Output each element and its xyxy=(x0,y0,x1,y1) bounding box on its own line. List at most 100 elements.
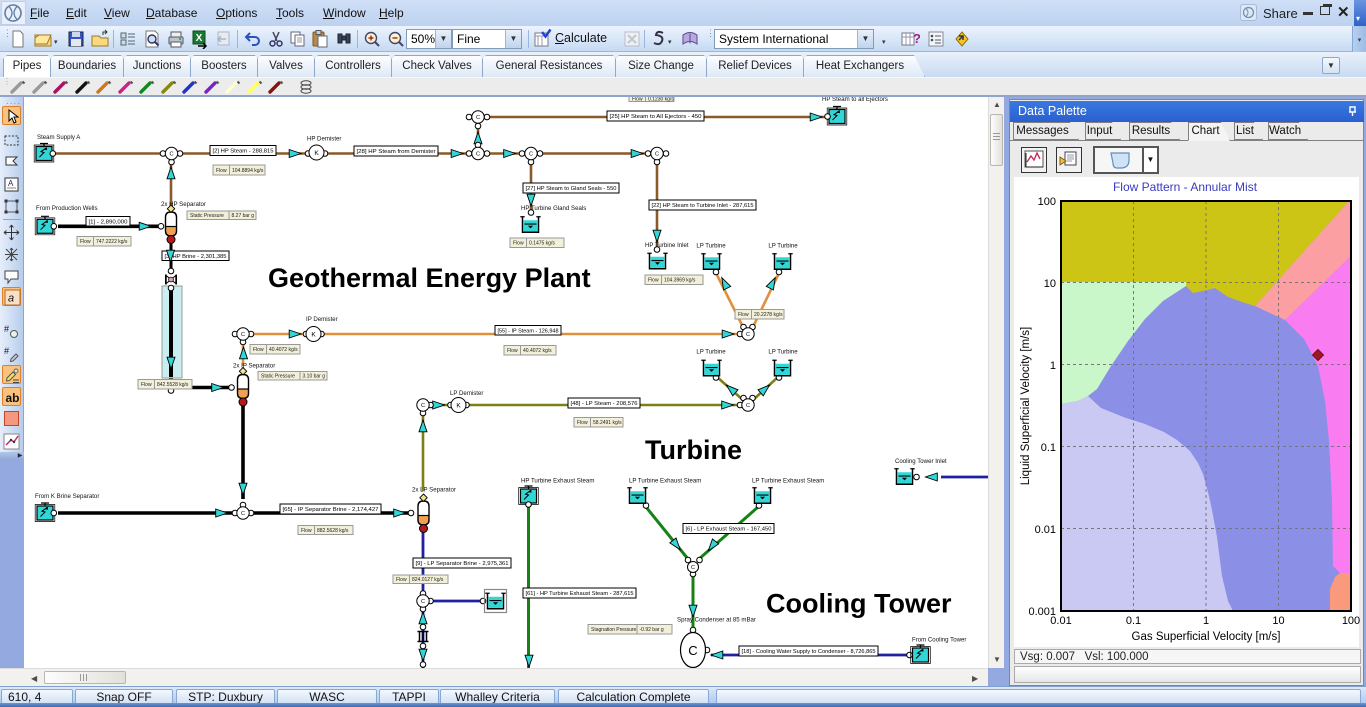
svg-text:Flow: Flow xyxy=(513,241,524,247)
svg-text:LP Turbine: LP Turbine xyxy=(768,349,798,356)
svg-text:?: ? xyxy=(913,31,920,46)
svg-text:0.01: 0.01 xyxy=(1035,524,1056,536)
svg-text:Flow: Flow xyxy=(507,348,518,354)
svg-text:C: C xyxy=(529,152,533,158)
svg-text:LP Turbine Exhaust Steam: LP Turbine Exhaust Steam xyxy=(752,478,824,485)
svg-text:[1] - 2,890,000: [1] - 2,890,000 xyxy=(89,219,129,225)
svg-text:C: C xyxy=(746,332,750,338)
svg-text:0.1: 0.1 xyxy=(1126,615,1141,627)
svg-text:842.5528 kg/s: 842.5528 kg/s xyxy=(157,382,189,388)
svg-text:C: C xyxy=(241,511,245,517)
svg-text:Flow: Flow xyxy=(253,347,264,353)
svg-text:[48] - LP Steam - 208,576: [48] - LP Steam - 208,576 xyxy=(571,401,639,407)
svg-text:a: a xyxy=(8,293,14,305)
svg-text:-0.92 bar g: -0.92 bar g xyxy=(640,627,664,633)
svg-text:From Production Wells: From Production Wells xyxy=(36,205,98,212)
svg-text:2x IP Separator: 2x IP Separator xyxy=(233,363,275,370)
svg-text:C: C xyxy=(655,152,659,158)
svg-text:C: C xyxy=(691,565,695,571)
svg-text:HP Turbine Exhaust Steam: HP Turbine Exhaust Steam xyxy=(521,478,594,485)
svg-text:Geothermal Energy Plant: Geothermal Energy Plant xyxy=(268,263,591,293)
svg-text:C: C xyxy=(476,115,480,121)
svg-text:K: K xyxy=(456,402,461,409)
svg-text:Cooling Tower: Cooling Tower xyxy=(766,589,952,619)
svg-text:C: C xyxy=(688,643,697,658)
svg-text:HP Demister: HP Demister xyxy=(307,136,341,143)
svg-text:Gas Superficial Velocity [m/s]: Gas Superficial Velocity [m/s] xyxy=(1132,631,1281,643)
svg-text:[27] HP Steam to Gland Seals -: [27] HP Steam to Gland Seals - 550 xyxy=(526,186,618,192)
svg-text:#: # xyxy=(4,346,9,356)
svg-text:[2] HP Steam - 288,815: [2] HP Steam - 288,815 xyxy=(213,149,275,155)
svg-text:100: 100 xyxy=(1038,196,1056,208)
svg-text:104.8894 kg/s: 104.8894 kg/s xyxy=(232,168,264,174)
svg-text:LP Turbine: LP Turbine xyxy=(696,243,726,250)
svg-text:Static Pressure: Static Pressure xyxy=(190,213,224,219)
svg-text:#: # xyxy=(4,324,9,334)
svg-text:8.27 bar g: 8.27 bar g xyxy=(232,213,255,219)
svg-text:K: K xyxy=(314,150,319,157)
svg-text:HP Turbine Inlet: HP Turbine Inlet xyxy=(645,242,689,249)
svg-text:Flow: Flow xyxy=(738,312,749,318)
svg-text:[22] HP Steam to Turbine Inlet: [22] HP Steam to Turbine Inlet - 287,615 xyxy=(652,203,755,209)
svg-text:K: K xyxy=(311,331,316,338)
svg-text:[61] - HP Turbine Exhaust Stea: [61] - HP Turbine Exhaust Steam - 287,61… xyxy=(526,591,635,597)
svg-text:20.2278 kg/s: 20.2278 kg/s xyxy=(754,312,783,318)
svg-text:1: 1 xyxy=(1050,360,1056,372)
svg-text:[18] - Cooling Water Supply to: [18] - Cooling Water Supply to Condenser… xyxy=(742,649,877,655)
svg-text:Flow: Flow xyxy=(577,420,588,426)
svg-text:IP Demister: IP Demister xyxy=(306,316,338,323)
svg-text:Flow: Flow xyxy=(632,97,643,102)
svg-text:HP Turbine Gland Seals: HP Turbine Gland Seals xyxy=(521,205,586,212)
svg-text:2x LP Separator: 2x LP Separator xyxy=(412,487,456,494)
svg-text:LP Demister: LP Demister xyxy=(450,390,483,397)
svg-text:[55] - IP Steam - 126,948: [55] - IP Steam - 126,948 xyxy=(498,328,560,334)
svg-text:747.2222 kg/s: 747.2222 kg/s xyxy=(96,239,128,245)
svg-text:HP Steam to all Ejectors: HP Steam to all Ejectors xyxy=(822,97,888,103)
svg-text:0.1230 kg/s: 0.1230 kg/s xyxy=(648,97,674,102)
svg-text:Steam Supply A: Steam Supply A xyxy=(37,134,81,141)
svg-text:58.2491 kg/s: 58.2491 kg/s xyxy=(593,420,622,426)
svg-text:10: 10 xyxy=(1272,615,1284,627)
svg-text:10: 10 xyxy=(1044,278,1056,290)
svg-text:LP Turbine: LP Turbine xyxy=(696,349,726,356)
svg-text:2x HP Separator: 2x HP Separator xyxy=(161,201,206,208)
svg-text:C: C xyxy=(421,599,425,605)
svg-text:[25] HP Steam to All Ejectors: [25] HP Steam to All Ejectors - 450 xyxy=(610,114,703,120)
svg-text:3.10 bar g: 3.10 bar g xyxy=(303,374,326,380)
svg-text:X: X xyxy=(196,33,203,44)
svg-text:Stagnation Pressure: Stagnation Pressure xyxy=(591,627,637,633)
svg-text:Flow Pattern - Annular Mist: Flow Pattern - Annular Mist xyxy=(1113,180,1258,194)
svg-text:Flow: Flow xyxy=(216,168,227,174)
svg-text:LP Turbine: LP Turbine xyxy=(768,243,798,250)
svg-text:Liquid Superficial Velocity [m: Liquid Superficial Velocity [m/s] xyxy=(1020,327,1032,486)
svg-text:40.4072 kg/s: 40.4072 kg/s xyxy=(523,348,552,354)
svg-text:Flow: Flow xyxy=(80,239,91,245)
svg-text:Flow: Flow xyxy=(301,528,312,534)
svg-text:[9] - LP Separator Brine - 2,9: [9] - LP Separator Brine - 2,975,361 xyxy=(416,561,509,567)
svg-text:From Cooling Tower: From Cooling Tower xyxy=(912,637,966,644)
svg-text:[6] - LP Exhaust Steam - 167,4: [6] - LP Exhaust Steam - 167,450 xyxy=(686,527,773,533)
svg-text:[65] - IP Separator Brine - 2,: [65] - IP Separator Brine - 2,174,427 xyxy=(283,507,379,513)
svg-text:C: C xyxy=(421,403,425,409)
svg-text:Static Pressure: Static Pressure xyxy=(261,374,295,380)
svg-text:[28] HP Steam from Demister: [28] HP Steam from Demister xyxy=(357,149,436,155)
svg-text:0.001: 0.001 xyxy=(1028,606,1056,618)
svg-text:Flow: Flow xyxy=(648,278,659,284)
svg-text:Flow: Flow xyxy=(141,382,152,388)
svg-text:100: 100 xyxy=(1342,615,1360,627)
svg-text:A: A xyxy=(8,179,14,188)
svg-text:Flow: Flow xyxy=(396,577,407,583)
svg-text:104.3969 kg/s: 104.3969 kg/s xyxy=(664,278,696,284)
svg-text:C: C xyxy=(169,152,173,158)
svg-text:LP Turbine Exhaust Steam: LP Turbine Exhaust Steam xyxy=(629,478,701,485)
svg-text:824.0127 kg/s: 824.0127 kg/s xyxy=(412,577,444,583)
svg-text:ab: ab xyxy=(6,391,20,405)
svg-text:Cooling Tower Inlet: Cooling Tower Inlet xyxy=(895,458,947,465)
svg-text:C: C xyxy=(241,332,245,338)
svg-text:882.5628 kg/s: 882.5628 kg/s xyxy=(317,528,349,534)
svg-text:[3] HP Brine - 2,301,385: [3] HP Brine - 2,301,385 xyxy=(165,254,228,260)
svg-text:40.4072 kg/s: 40.4072 kg/s xyxy=(269,347,298,353)
svg-text:C: C xyxy=(476,152,480,158)
svg-text:0.01: 0.01 xyxy=(1050,615,1071,627)
svg-text:C: C xyxy=(746,403,750,409)
